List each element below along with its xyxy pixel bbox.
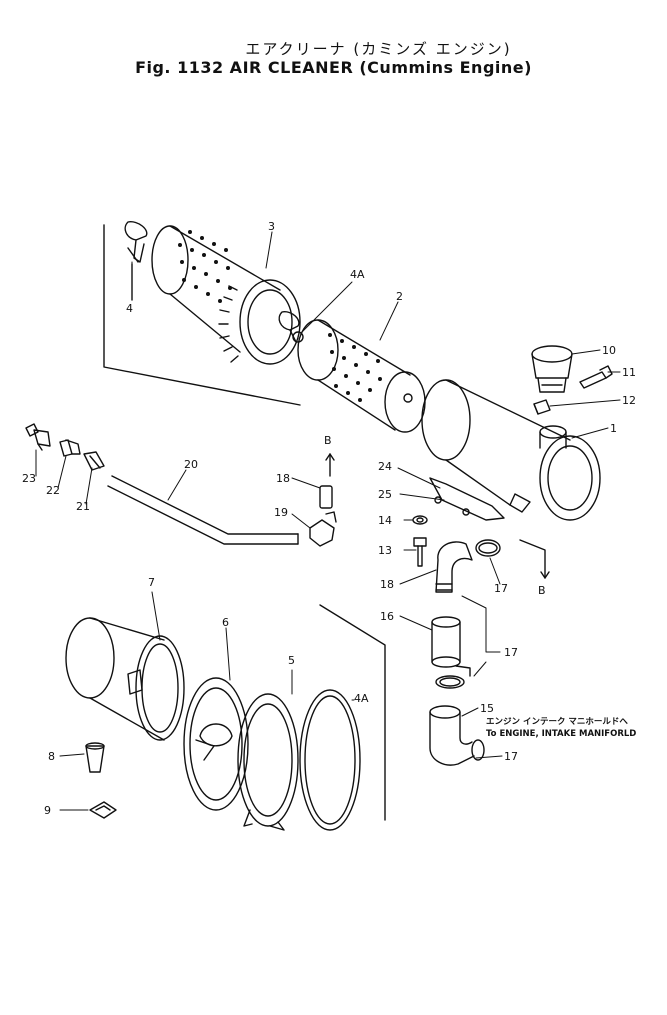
title-japanese: エアクリーナ (カミンズ エンジン) <box>245 40 512 58</box>
callout-8: 7 <box>148 576 155 589</box>
callout-11: 10 <box>602 344 616 357</box>
callout-22: 21 <box>76 500 90 513</box>
valve-9 <box>85 742 105 773</box>
callout-B-right: B <box>538 584 546 597</box>
callout-17-lower: 17 <box>504 750 518 763</box>
bolt-14 <box>413 537 427 567</box>
cap-11 <box>531 345 573 393</box>
filter-element-2 <box>297 319 426 433</box>
callout-9: 8 <box>48 750 55 763</box>
callout-16: 15 <box>480 702 494 715</box>
elbow-20 <box>309 511 337 547</box>
callout-1: 1 <box>610 422 617 435</box>
hose-elbow-18 <box>435 541 473 593</box>
o-ring-5 <box>299 689 361 831</box>
group-bracket-upper <box>103 224 301 406</box>
callout-B-upper: B <box>324 434 332 447</box>
clip-10 <box>89 801 117 819</box>
callout-25: 24 <box>378 460 392 473</box>
callout-7: 6 <box>222 616 229 629</box>
callout-3: 3 <box>268 220 275 233</box>
hose-18 <box>431 616 461 668</box>
nut-13 <box>533 399 551 415</box>
callout-18: 16 <box>380 610 394 623</box>
washer-15 <box>412 515 428 525</box>
callout-23: 22 <box>46 484 60 497</box>
callout-12: 11 <box>622 366 636 379</box>
callout-14: 13 <box>378 544 392 557</box>
callout-5: 4A <box>354 692 369 705</box>
fitting-22 <box>83 451 105 471</box>
fitting-24 <box>25 423 51 451</box>
arrow-b-right <box>519 539 550 579</box>
sleeve-19 <box>319 485 333 509</box>
callout-17-middle: 17 <box>504 646 518 659</box>
note-japanese: エンジン インテーク マニホールドへ <box>486 716 628 727</box>
callout-4A: 4A <box>350 268 365 281</box>
elbow-16 <box>429 705 485 766</box>
baffle-7 <box>183 677 249 811</box>
perforations-3 <box>178 230 232 303</box>
callout-26: 25 <box>378 488 392 501</box>
clamp-17-upper <box>475 539 501 557</box>
fitting-23 <box>59 439 81 457</box>
callout-4: 4 <box>126 302 133 315</box>
group-bracket-lower <box>319 604 386 821</box>
wing-nut-4 <box>124 221 148 301</box>
callout-6: 5 <box>288 654 295 667</box>
callout-18-upper: 18 <box>380 578 394 591</box>
bracket-25 <box>429 477 505 521</box>
callout-17-upper: 17 <box>494 582 508 595</box>
callout-21: 20 <box>184 458 198 471</box>
arrow-b-upper <box>325 453 335 477</box>
callout-13: 12 <box>622 394 636 407</box>
title-english: Fig. 1132 AIR CLEANER (Cummins Engine) <box>135 58 532 77</box>
callout-2: 2 <box>396 290 403 303</box>
callout-15: 14 <box>378 514 392 527</box>
note-english: To ENGINE, INTAKE MANIFORLD <box>486 729 636 739</box>
callout-10: 9 <box>44 804 51 817</box>
perforations-2 <box>328 333 382 402</box>
callout-24: 23 <box>22 472 36 485</box>
tube-21 <box>107 475 299 545</box>
callout-labels: 3 4 4A 2 10 11 12 1 B 20 24 18 23 22 25 … <box>22 220 636 817</box>
housing-1 <box>421 379 601 521</box>
clamp-17-middle <box>435 665 471 689</box>
bolt-12 <box>579 365 613 389</box>
callout-19: 18 <box>276 472 290 485</box>
leader-lines <box>35 231 621 811</box>
dust-cup-8 <box>65 617 185 741</box>
inner-element-3 <box>151 225 301 365</box>
callout-20: 19 <box>274 506 288 519</box>
band-clamp-6 <box>237 693 299 831</box>
